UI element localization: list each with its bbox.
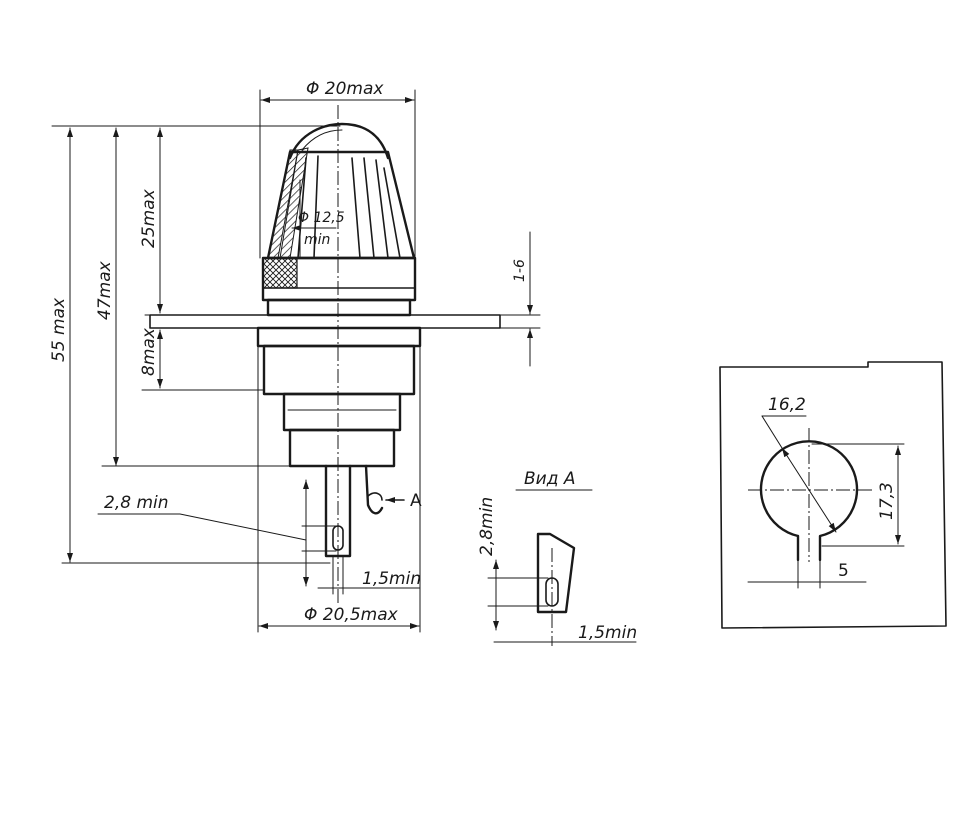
dim-height-8: 8max	[139, 327, 159, 376]
cap-rib	[363, 157, 375, 259]
cap-rib	[297, 157, 307, 259]
cap-rib	[313, 155, 319, 259]
housing-flange	[256, 326, 422, 348]
cutout-view: 16,2 17,3 5	[719, 361, 947, 629]
terminal-right-tip	[367, 492, 383, 501]
terminal-right	[364, 464, 384, 515]
terminal-slot	[332, 525, 344, 551]
dim-height-55: 55 max	[49, 297, 69, 362]
cap-rib	[351, 157, 361, 259]
cutout-hole	[759, 440, 859, 562]
cutout-dim-diameter: 16,2	[768, 395, 806, 415]
cutout-dim-height: 17,3	[877, 482, 897, 520]
dim-top-diameter: Φ 20max	[306, 79, 384, 99]
dim-panel-thickness: 1-6	[512, 259, 528, 282]
view-a-marker: A	[410, 491, 422, 511]
dim-terminal-gap: 2,8 min	[104, 493, 169, 513]
main-view: A Φ 20max Φ 12,5 min 55 max 47max 25max …	[49, 79, 541, 633]
view-a-title: Вид А	[524, 469, 576, 489]
view-a-terminal	[536, 532, 576, 614]
housing-neck	[282, 392, 402, 432]
terminal-left	[324, 464, 352, 558]
mounting-panel	[149, 314, 501, 329]
cutout-dim-diameter-line	[781, 447, 837, 533]
dim-height-25: 25max	[139, 188, 159, 248]
view-a-dim-hole: 2,8min	[477, 497, 497, 556]
view-a-dim-width: 1,5min	[578, 623, 637, 643]
collar-crosshatch	[262, 257, 298, 289]
cap-rib	[383, 167, 401, 259]
dim-terminal-width: 1,5min	[362, 569, 421, 589]
dim-inner-diameter: Φ 12,5	[298, 210, 345, 226]
cutout-dim-diameter-leader	[761, 415, 783, 449]
dim-terminal-gap-leader	[97, 513, 307, 541]
lens-dome	[288, 122, 390, 160]
dim-bottom-diameter: Φ 20,5max	[304, 605, 399, 625]
view-a: Вид А 2,8min 1,5min	[477, 469, 637, 646]
cutout-panel-outline	[719, 361, 947, 629]
nut-top	[266, 298, 412, 317]
housing-body	[262, 344, 416, 396]
dim-height-47: 47max	[95, 260, 115, 320]
lens-dome-inner	[301, 129, 343, 151]
cutout-dim-slot: 5	[838, 561, 849, 581]
cap-rib	[375, 159, 389, 259]
housing-base	[288, 428, 396, 468]
dim-inner-diameter-min: min	[304, 232, 330, 248]
